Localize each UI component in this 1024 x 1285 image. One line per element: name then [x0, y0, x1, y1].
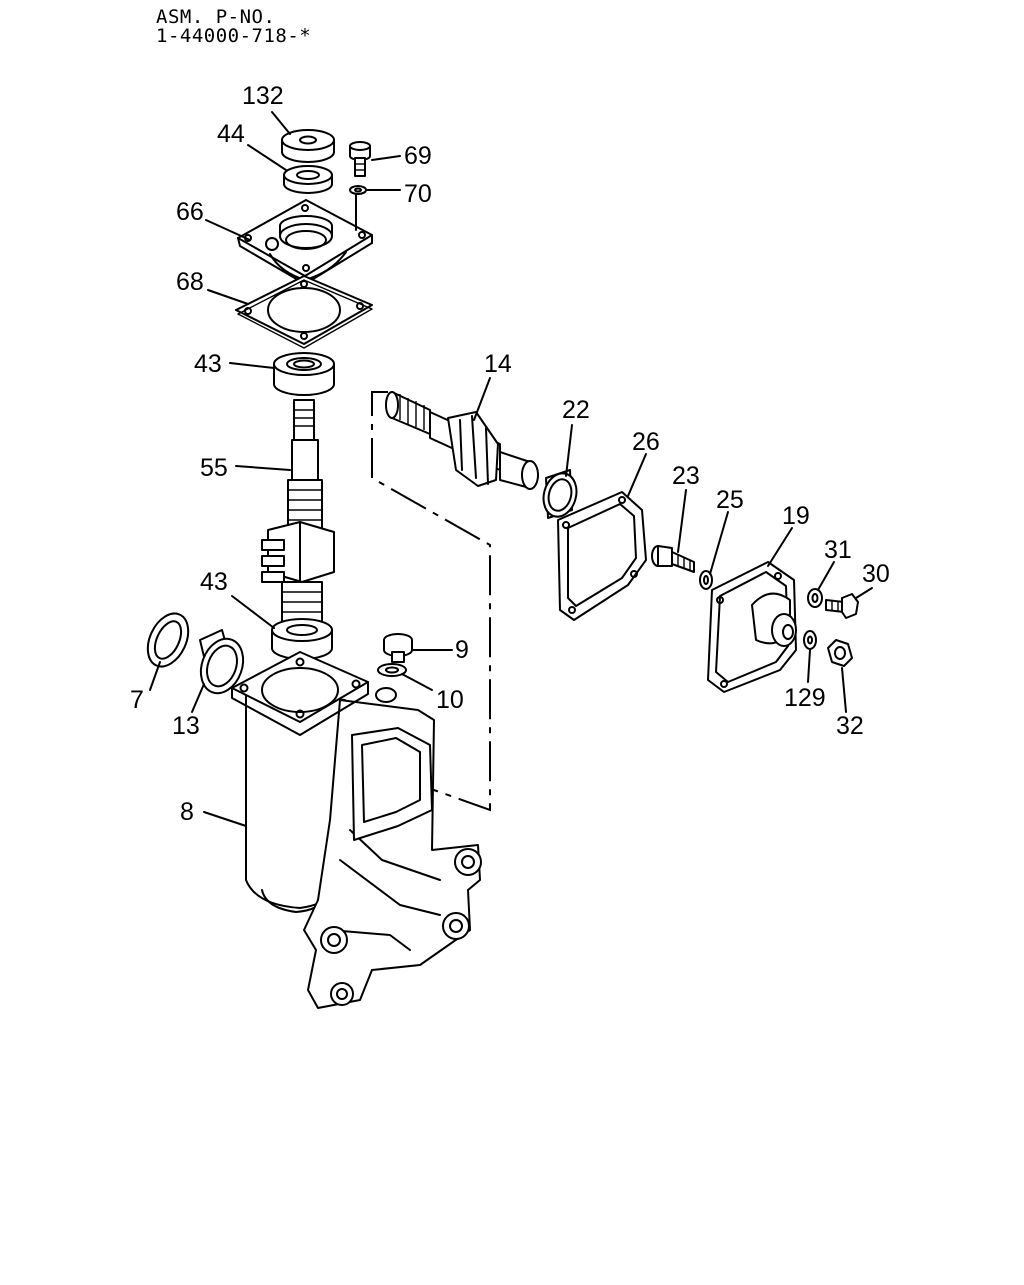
- callout-66: 66: [176, 198, 204, 226]
- callout-8: 8: [180, 798, 194, 826]
- callout-13: 13: [172, 712, 200, 740]
- assembly-axis-line: [371, 391, 491, 812]
- part-44-oil-seal: [283, 165, 333, 194]
- callout-43-lower: 43: [200, 568, 228, 596]
- part-14-sector-shaft: [385, 391, 539, 490]
- callout-44: 44: [217, 120, 245, 148]
- part-10-gasket-washer: [377, 663, 407, 677]
- callout-132: 132: [242, 82, 284, 110]
- part-13-needle-bearing: [199, 629, 245, 695]
- callout-labels: 132 44 69 70 66 68 43 55 14 22 26 23 25 …: [130, 82, 890, 826]
- part-19-side-cover: [707, 561, 797, 693]
- part-69-bolt: [349, 141, 371, 177]
- part-129-washer: [803, 630, 817, 650]
- callout-10: 10: [436, 686, 464, 714]
- callout-14: 14: [484, 350, 512, 378]
- part-66-top-cover: [237, 199, 373, 285]
- part-26-side-cover-gasket: [557, 491, 647, 621]
- callout-43-upper: 43: [194, 350, 222, 378]
- callout-30: 30: [862, 560, 890, 588]
- assembly-part-number: 1-44000-718-*: [156, 25, 312, 47]
- callout-32: 32: [836, 712, 864, 740]
- callout-25: 25: [716, 486, 744, 514]
- callout-69: 69: [404, 142, 432, 170]
- part-70-washer: [349, 185, 367, 195]
- callout-23: 23: [672, 462, 700, 490]
- part-7-oil-seal: [146, 612, 190, 668]
- assembly-part-number-label: ASM. P-NO.: [156, 6, 276, 28]
- part-43-upper-bearing: [273, 352, 335, 396]
- callout-129: 129: [784, 684, 826, 712]
- callout-55: 55: [200, 454, 228, 482]
- callout-19: 19: [782, 502, 810, 530]
- part-8-gear-housing: [231, 651, 482, 1009]
- part-30-bolt: [825, 593, 859, 619]
- part-32-nut: [827, 639, 853, 667]
- part-25-washer: [699, 570, 713, 590]
- part-9-plug: [383, 633, 413, 663]
- callout-68: 68: [176, 268, 204, 296]
- callout-70: 70: [404, 180, 432, 208]
- callout-22: 22: [562, 396, 590, 424]
- part-68-gasket: [235, 275, 373, 349]
- part-43-lower-bearing: [271, 618, 333, 660]
- part-23-adjusting-screw: [651, 545, 695, 573]
- callout-26: 26: [632, 428, 660, 456]
- callout-31: 31: [824, 536, 852, 564]
- part-31-washer: [807, 588, 823, 608]
- part-132-dust-cap: [281, 129, 335, 163]
- callout-7: 7: [130, 686, 144, 714]
- callout-9: 9: [455, 636, 469, 664]
- part-55-worm-shaft: [261, 399, 335, 625]
- leader-lines: [149, 111, 873, 827]
